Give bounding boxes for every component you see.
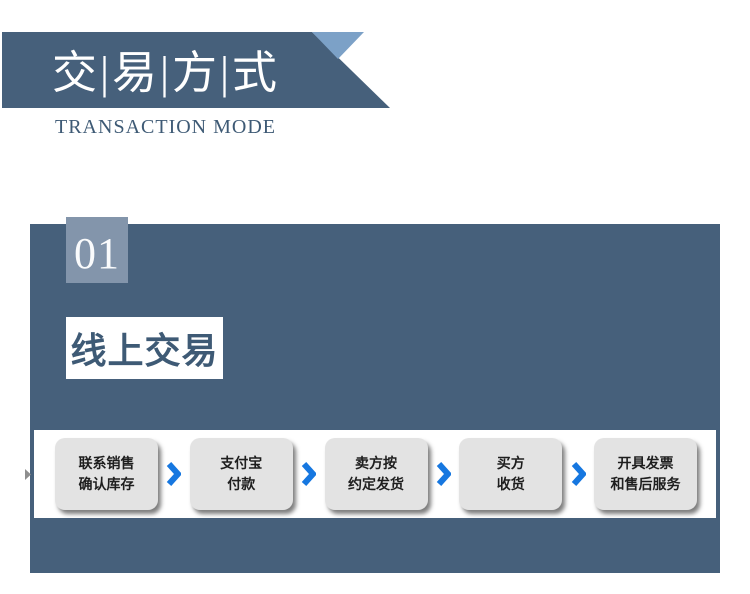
step-line: 卖方按 — [355, 455, 397, 471]
process-step-5: 开具发票 和售后服务 — [594, 438, 697, 510]
step-line: 收货 — [496, 476, 525, 492]
section-number: 01 — [74, 229, 120, 278]
section-title-text: 线上交易 — [70, 330, 219, 371]
clipped-arrow-fragment-icon — [25, 469, 31, 480]
step-line: 开具发票 — [617, 455, 674, 471]
step-line: 约定发货 — [348, 476, 404, 492]
step-line: 联系销售 — [78, 455, 135, 471]
step-line: 付款 — [227, 476, 256, 492]
section-title-box: 线上交易 — [66, 317, 223, 379]
page-title: 交|易|方|式 — [52, 48, 281, 98]
process-step-2: 支付宝 付款 — [189, 438, 293, 510]
process-step-1: 联系销售 确认库存 — [55, 438, 158, 510]
step-line: 支付宝 — [220, 455, 263, 471]
step-line: 买方 — [496, 455, 525, 471]
section-number-badge: 01 — [66, 217, 128, 283]
process-step-4: 买方 收货 — [459, 438, 563, 510]
chevron-right-icon — [436, 461, 451, 487]
process-step-3: 卖方按 约定发货 — [324, 438, 428, 510]
chevron-right-icon — [301, 461, 317, 487]
page-subtitle: TRANSACTION MODE — [55, 116, 276, 138]
chevron-right-icon — [571, 461, 586, 487]
step-line: 确认库存 — [78, 476, 135, 492]
section-panel: 01 线上交易 联系销售 确认库存 支付宝 付款 卖方按 约定发货 — [30, 217, 720, 573]
step-line: 和售后服务 — [610, 476, 681, 492]
process-flow-strip: 联系销售 确认库存 支付宝 付款 卖方按 约定发货 买方 — [34, 430, 716, 518]
chevron-right-icon — [166, 461, 182, 487]
